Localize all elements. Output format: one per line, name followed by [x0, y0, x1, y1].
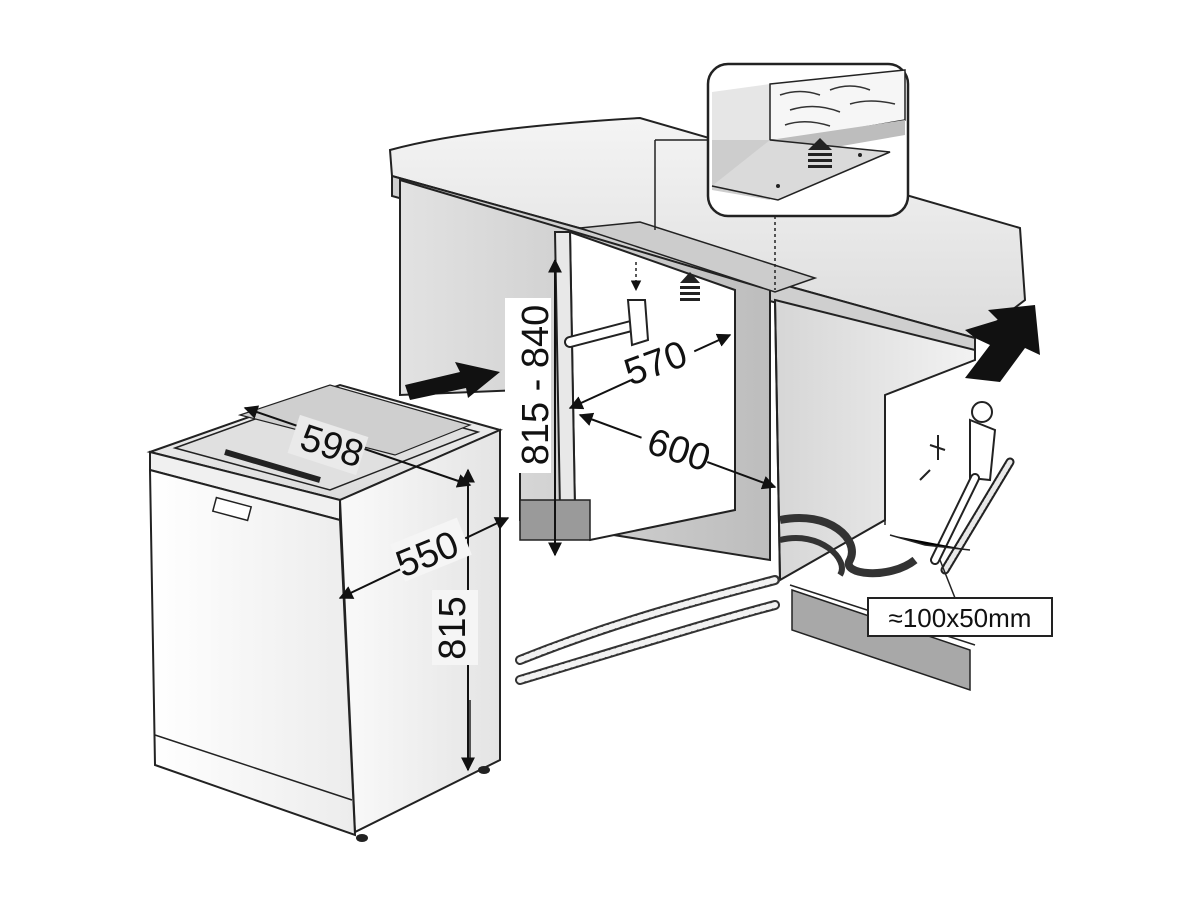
label-appliance-height: 815: [432, 596, 474, 659]
supply-hoses: [515, 514, 918, 685]
stack-arrow-icon: [680, 272, 700, 301]
cutout-label-box: [867, 597, 1053, 637]
lift-up-arrow-icon: [965, 305, 1040, 382]
cutout-callout: ≈100x50mm: [867, 559, 1053, 637]
stack-arrow-icon: [808, 138, 832, 168]
water-connection: [889, 401, 1015, 575]
cutout-label: ≈100x50mm: [889, 603, 1032, 633]
label-cabinet-height: 815 - 840: [515, 305, 557, 466]
push-in-arrow-icon: [405, 362, 500, 400]
detail-inset: [706, 62, 910, 218]
vapour-protection-foil: [579, 139, 818, 301]
